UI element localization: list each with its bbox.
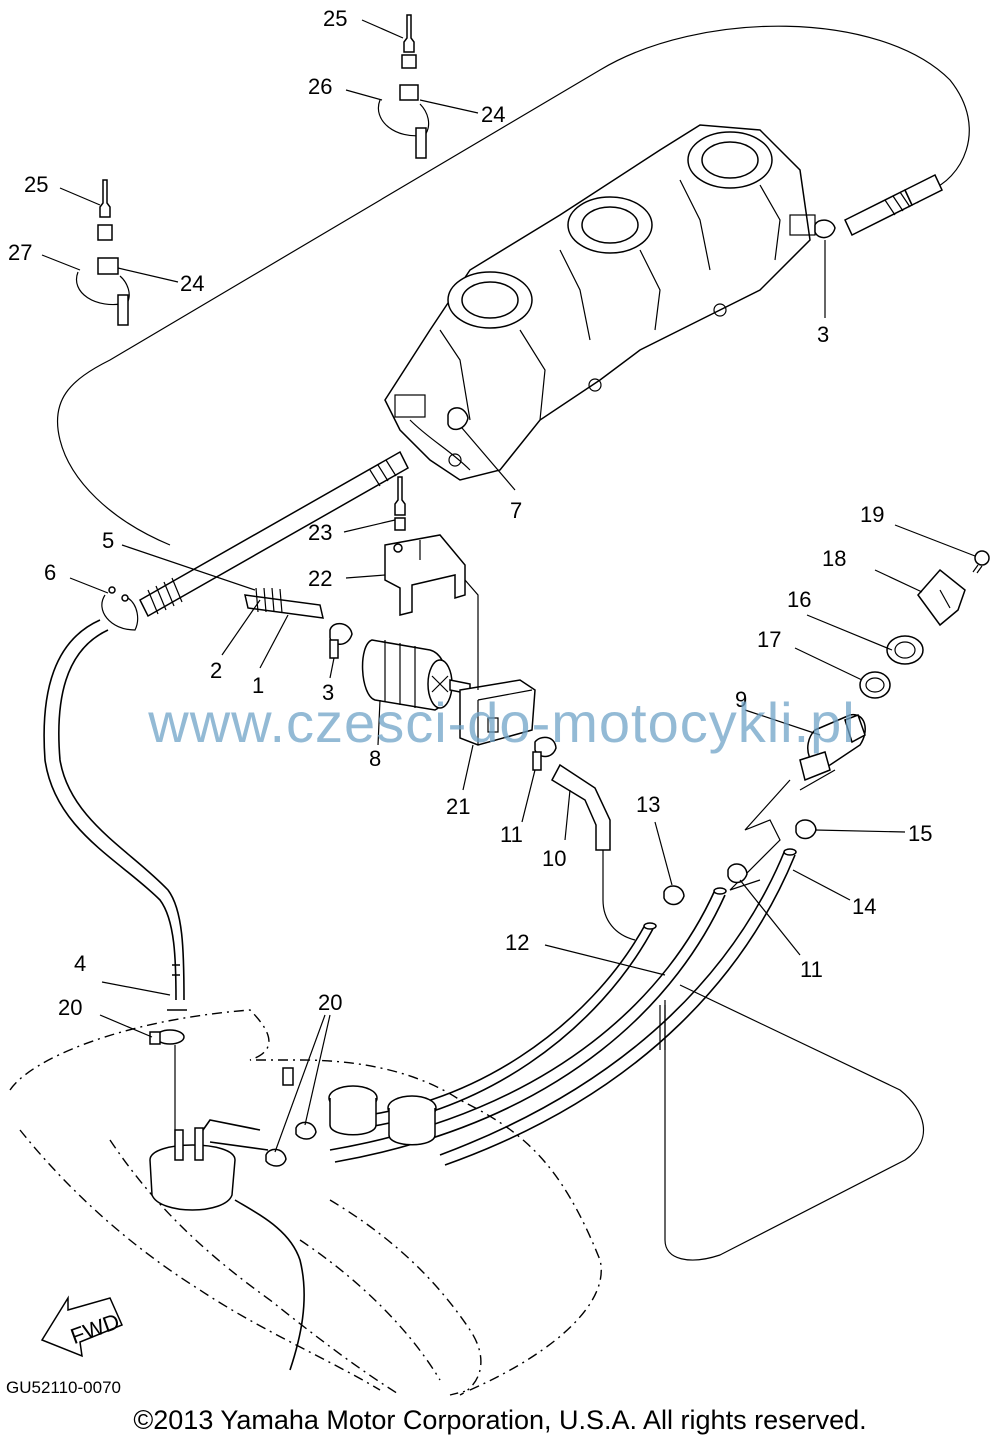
hose-10-drop xyxy=(602,850,636,941)
vent-hose-loop xyxy=(56,25,970,441)
callout-1: 1 xyxy=(252,673,264,698)
rivet-23 xyxy=(394,476,406,531)
carburetor-assembly xyxy=(384,124,816,481)
callout-12: 12 xyxy=(505,930,529,955)
callout-13: 13 xyxy=(636,792,660,817)
callout-17: 17 xyxy=(757,627,781,652)
callout-20-right: 20 xyxy=(318,990,342,1015)
callout-16: 16 xyxy=(787,587,811,612)
callout-25-left: 25 xyxy=(24,172,48,197)
hose-clamp-11-valve xyxy=(727,863,748,884)
bracket-22 xyxy=(384,534,466,616)
hose-clamp-3-upper xyxy=(814,219,836,239)
tank-filler-caps xyxy=(282,1067,437,1146)
o-ring-17 xyxy=(859,671,891,699)
vent-hose-right-loop xyxy=(664,984,924,1261)
callout-11-valve: 11 xyxy=(800,957,823,982)
callout-27: 27 xyxy=(8,240,32,265)
hose-clamp-7 xyxy=(447,407,469,431)
hose-clamp-15 xyxy=(795,819,817,840)
vent-hose-loop-inner xyxy=(59,439,171,546)
callout-21: 21 xyxy=(446,794,470,819)
callout-24-left: 24 xyxy=(180,271,204,296)
watermark: www.czesci-do-motocykli.pl xyxy=(148,691,856,754)
callout-9: 9 xyxy=(735,687,747,712)
fuel-cock-valve xyxy=(729,714,866,891)
fuel-hose-10 xyxy=(551,763,611,851)
fuel-hose-carb-right xyxy=(844,173,943,237)
callout-leaders xyxy=(41,19,976,1153)
clamp-assembly-27 xyxy=(75,179,130,326)
hose-clamp-13 xyxy=(663,885,685,906)
fuel-hose-assembly xyxy=(139,450,409,619)
callout-18: 18 xyxy=(822,546,846,571)
lever-knob-18 xyxy=(917,568,966,627)
clamp-assembly-26 xyxy=(377,14,430,159)
callout-14: 14 xyxy=(852,894,876,919)
hose-clamp-11-filter xyxy=(532,736,557,771)
hose-clamp-20-right-a xyxy=(295,1121,317,1140)
callout-26: 26 xyxy=(308,74,332,99)
callout-5: 5 xyxy=(102,528,114,553)
fuel-filter xyxy=(361,639,471,711)
callout-25-top: 25 xyxy=(323,6,347,31)
bracket-line xyxy=(464,579,479,690)
breather-hose-4 xyxy=(43,619,187,1011)
screw-19 xyxy=(972,550,990,574)
callout-22: 22 xyxy=(308,566,332,591)
hose-clamp-20-left xyxy=(149,1029,185,1045)
callout-11-filter: 11 xyxy=(500,822,523,847)
copyright-notice: ©2013 Yamaha Motor Corporation, U.S.A. A… xyxy=(133,1405,867,1435)
callout-6: 6 xyxy=(44,560,56,585)
knob-seal-16 xyxy=(886,635,924,665)
callout-3-lower: 3 xyxy=(322,680,334,705)
callout-19: 19 xyxy=(860,502,884,527)
callout-4: 4 xyxy=(74,951,86,976)
clip-6 xyxy=(101,586,139,631)
hose-12-drop xyxy=(659,1005,666,1050)
fwd-arrow-icon: FWD xyxy=(40,1295,124,1358)
callout-labels: 25 26 24 25 27 24 3 7 23 22 5 6 2 1 3 8 … xyxy=(8,6,932,1020)
fuel-tank xyxy=(9,1009,602,1396)
callout-2: 2 xyxy=(210,658,222,683)
callout-15: 15 xyxy=(908,821,932,846)
hose-clamp-3-lower xyxy=(329,622,353,659)
callout-7: 7 xyxy=(510,498,522,523)
filter-bracket-21 xyxy=(459,679,536,746)
callout-24-top: 24 xyxy=(481,102,505,127)
callout-10: 10 xyxy=(542,846,566,871)
callout-3-upper: 3 xyxy=(817,322,829,347)
callout-8: 8 xyxy=(369,746,381,771)
hose-clamp-20-right-b xyxy=(265,1148,287,1167)
drawing-code: GU52110-0070 xyxy=(6,1378,121,1397)
callout-20-left: 20 xyxy=(58,995,82,1020)
callout-23: 23 xyxy=(308,520,332,545)
fuel-sender-unit xyxy=(149,1119,305,1371)
